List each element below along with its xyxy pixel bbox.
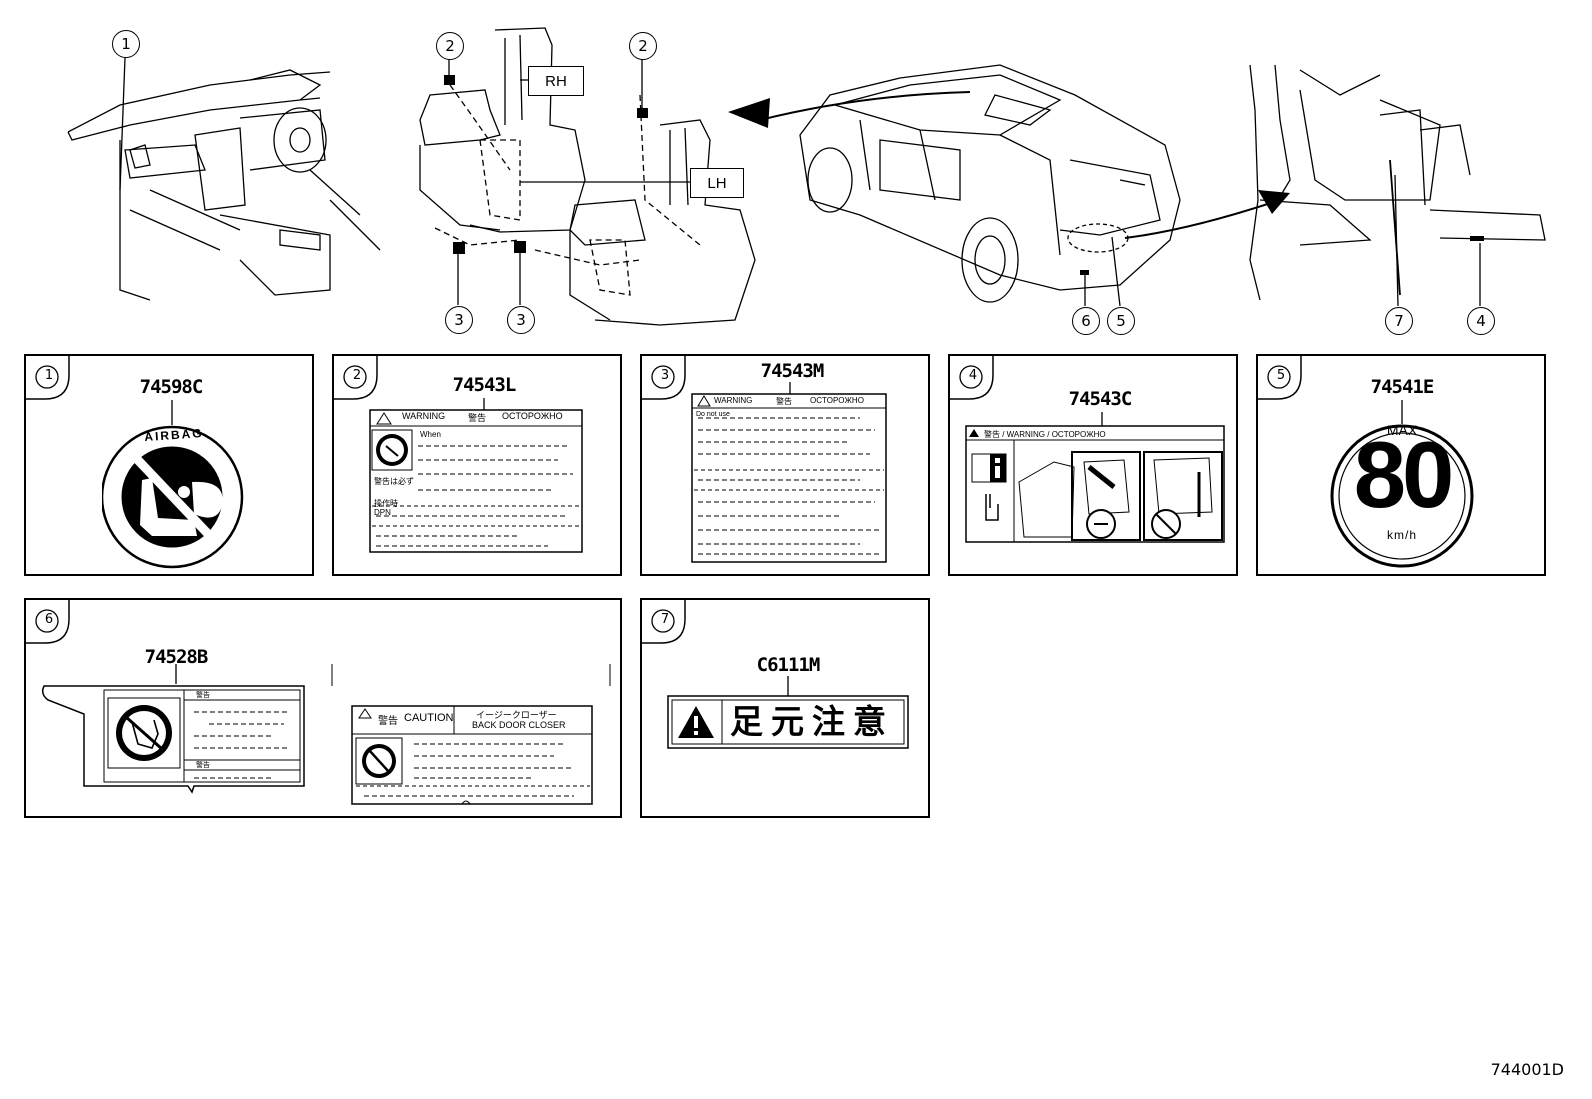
overview-illustrations [67, 27, 1546, 326]
label-text-russian: OCTOPOЖHO [502, 411, 563, 421]
callout-3b: 3 [507, 306, 535, 334]
callout-3: 3 [445, 306, 473, 334]
warning-label-graphic [691, 382, 887, 563]
back-door-closer-graphic [41, 664, 611, 805]
label-text-do-not-use: Do not use [696, 411, 730, 418]
panel-index: 6 [44, 612, 54, 627]
warning-label-graphic [369, 398, 583, 553]
callout-4: 4 [1467, 307, 1495, 335]
label-panel-6: 6 74528B 警告 警告 警告 CAUTION イージークローザー BACK… [24, 598, 622, 818]
label-text-jp1: 警告は必ず [374, 477, 414, 486]
panel-index: 2 [352, 368, 362, 383]
label-text-header: 警告 / WARNING / OCTOPOЖHO [984, 430, 1106, 439]
label-text-russian: OCTOPOЖHO [810, 396, 864, 405]
label-text-warning: WARNING [714, 396, 753, 405]
panel-index: 1 [44, 368, 54, 383]
label-panel-5: 5 74541E MAX 80 km/h [1256, 354, 1546, 576]
panel-index: 5 [1276, 368, 1286, 383]
label-text-keikoku: 警告 [776, 397, 792, 406]
label-text-keikoku: 警告 [468, 413, 487, 423]
watch-step-text: 足元注意 [730, 702, 894, 741]
label-left-warn-a: 警告 [196, 692, 210, 699]
label-caution: CAUTION [404, 712, 454, 724]
part-number: 74528B [144, 646, 209, 668]
panel-index: 7 [660, 612, 670, 627]
speed-limit-ring [1330, 400, 1474, 568]
label-panel-7: 7 C6111M 足元注意 [640, 598, 930, 818]
part-number: 74543C [1068, 388, 1133, 410]
panel-index-tab [641, 599, 686, 644]
speed-max: MAX [1386, 422, 1418, 438]
part-number: 74598C [139, 376, 204, 398]
label-text-warning: WARNING [402, 411, 446, 421]
label-text-when: When [420, 430, 441, 439]
part-number: C6111M [756, 654, 821, 676]
panel-index-tab [641, 355, 686, 400]
panel-index-tab [25, 599, 70, 644]
label-panel-4: 4 74543C 警告 / WARNING / OCTOPOЖHO [948, 354, 1238, 576]
part-number: 74543L [452, 374, 517, 396]
watch-step-graphic [667, 676, 909, 749]
label-warn: 警告 [378, 716, 398, 727]
part-number: 74543M [760, 360, 825, 382]
label-text-dpn: DPN [374, 508, 391, 517]
callout-1: 1 [112, 30, 140, 58]
panel-index-tab [25, 355, 70, 400]
panel-index-tab [1257, 355, 1302, 400]
label-panel-2: 2 74543L WARNING 警告 OCTOPOЖHO When 警告は必ず… [332, 354, 622, 576]
lh-seat-illustration [534, 94, 756, 326]
callout-2: 2 [436, 32, 464, 60]
panel-index: 4 [968, 368, 978, 383]
van-illustration [799, 64, 1181, 303]
panel-index-tab [949, 355, 994, 400]
seat-tag-rh: RH [528, 66, 584, 96]
label-panel-1: 1 74598C AIRBAG [24, 354, 314, 576]
callout-2b: 2 [629, 32, 657, 60]
label-jp-closer: イージークローザー [476, 710, 557, 720]
seat-tag-lh: LH [690, 168, 744, 198]
label-panel-3: 3 74543M WARNING 警告 OCTOPOЖHO Do not use [640, 354, 930, 576]
cockpit-illustration [67, 69, 381, 301]
panel-index: 3 [660, 368, 670, 383]
callout-6: 6 [1072, 307, 1100, 335]
label-text-jp2: 操作時 [374, 499, 398, 508]
label-en-closer: BACK DOOR CLOSER [472, 720, 566, 730]
speed-unit: km/h [1386, 528, 1417, 542]
rear-door-illustration [1249, 64, 1546, 301]
airbag-label-graphic [102, 400, 244, 569]
drawing-id: 744001D [1490, 1060, 1564, 1079]
callout-5: 5 [1107, 307, 1135, 335]
callout-7: 7 [1385, 307, 1413, 335]
back-door-warning-graphic [965, 412, 1225, 543]
panel-index-tab [333, 355, 378, 400]
label-left-warn-b: 警告 [196, 762, 210, 769]
rh-seat-illustration [419, 27, 586, 246]
part-number: 74541E [1370, 376, 1435, 398]
speed-value: 80 [1353, 422, 1455, 527]
